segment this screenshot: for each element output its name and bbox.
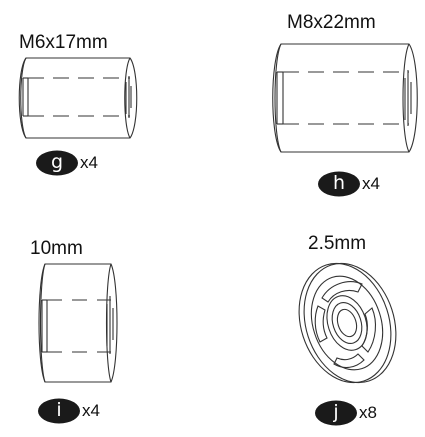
part-j-size-label: 2.5mm bbox=[308, 233, 367, 254]
part-j-letter: j bbox=[333, 401, 339, 423]
part-g-badge: g x4 bbox=[35, 150, 98, 176]
part-j-badge: j x8 bbox=[314, 400, 377, 426]
part-i-letter: i bbox=[56, 399, 62, 421]
part-i-quantity: x4 bbox=[82, 401, 100, 420]
part-g-letter: g bbox=[50, 151, 64, 173]
spacer-i-drawing bbox=[38, 263, 118, 383]
washer-j-drawing bbox=[298, 262, 397, 384]
part-h-badge: h x4 bbox=[317, 171, 380, 197]
spacer-g-drawing bbox=[18, 57, 138, 139]
part-i-letter-disc: i bbox=[37, 398, 81, 424]
part-i-badge: i x4 bbox=[37, 398, 100, 424]
part-g-size-label: M6x17mm bbox=[19, 32, 108, 53]
part-h-letter-disc: h bbox=[317, 171, 361, 197]
part-j-letter-disc: j bbox=[314, 400, 358, 426]
part-g-quantity: x4 bbox=[80, 153, 98, 172]
part-h-quantity: x4 bbox=[362, 174, 380, 193]
part-g-letter-disc: g bbox=[35, 150, 79, 176]
spacer-h-drawing bbox=[272, 43, 418, 153]
part-i-size-label: 10mm bbox=[30, 238, 83, 259]
part-h-letter: h bbox=[332, 172, 346, 194]
part-h-size-label: M8x22mm bbox=[287, 12, 376, 33]
part-j-quantity: x8 bbox=[359, 403, 377, 422]
